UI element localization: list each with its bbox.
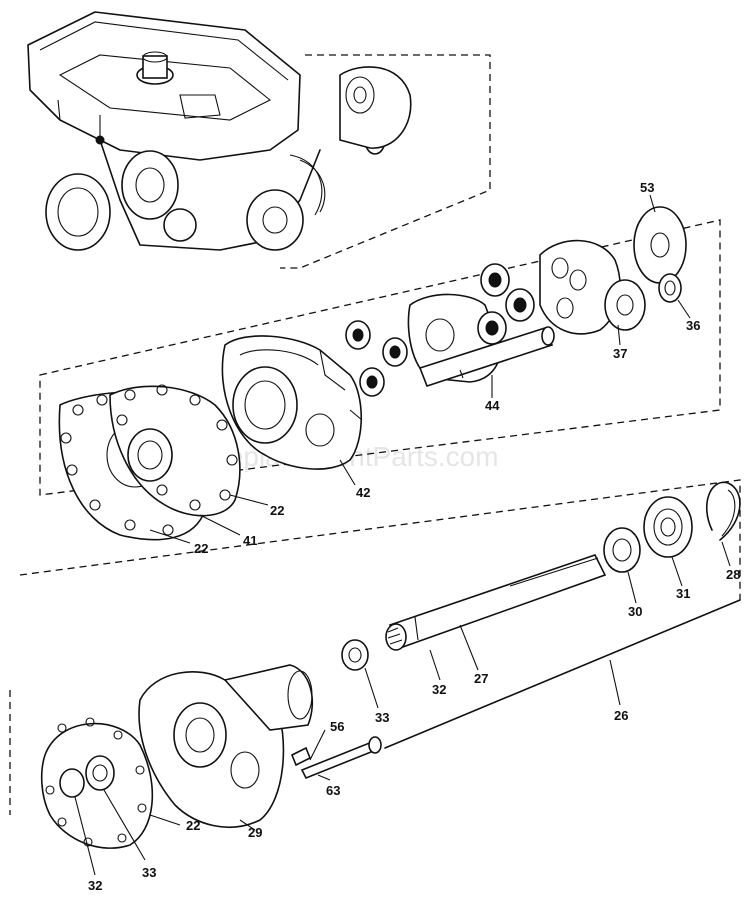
label-63: 63	[326, 783, 340, 798]
label-29: 29	[248, 825, 262, 840]
retaining-ring-28	[706, 481, 741, 541]
ring-32-lower	[59, 768, 85, 798]
transaxle-housing	[27, 11, 412, 251]
washer-33-lower	[85, 755, 115, 791]
label-33-upper: 33	[375, 710, 389, 725]
ring-36	[658, 273, 682, 303]
label-36: 36	[686, 318, 700, 333]
center-section-42	[221, 335, 363, 470]
axle-housing-29	[138, 664, 314, 828]
upper-group-boundary	[39, 219, 721, 496]
label-42: 42	[356, 485, 370, 500]
label-26: 26	[614, 708, 628, 723]
label-44: 44	[485, 398, 500, 413]
bearing-31	[643, 496, 693, 558]
label-53: 53	[640, 180, 654, 195]
bolt-63	[300, 736, 382, 780]
washer-33-upper	[341, 639, 369, 671]
label-32-lower: 32	[88, 878, 102, 893]
label-22-lower: 22	[186, 818, 200, 833]
pin-56	[290, 746, 312, 767]
bearing-37	[604, 279, 646, 331]
label-32-upper: 32	[432, 682, 446, 697]
leader-lines	[74, 194, 731, 876]
label-31: 31	[676, 586, 690, 601]
shaft-44	[418, 326, 555, 387]
label-41: 41	[243, 533, 257, 548]
label-33-lower: 33	[142, 865, 156, 880]
label-56: 56	[330, 719, 344, 734]
label-22-upper-right: 22	[270, 503, 284, 518]
motor-drum	[539, 239, 621, 335]
label-22-upper-left: 22	[194, 541, 208, 556]
housing-boundary	[280, 54, 491, 269]
label-37: 37	[613, 346, 627, 361]
label-30: 30	[628, 604, 642, 619]
label-27: 27	[474, 671, 488, 686]
label-28: 28	[726, 567, 740, 582]
bearing-stack-left	[345, 320, 408, 397]
lower-group-boundary	[9, 479, 741, 815]
washer-53	[633, 206, 687, 284]
assembly-26-bracket	[384, 599, 741, 749]
plate-41	[109, 384, 241, 517]
seal-30	[603, 527, 641, 573]
output-shaft-27	[385, 554, 607, 651]
